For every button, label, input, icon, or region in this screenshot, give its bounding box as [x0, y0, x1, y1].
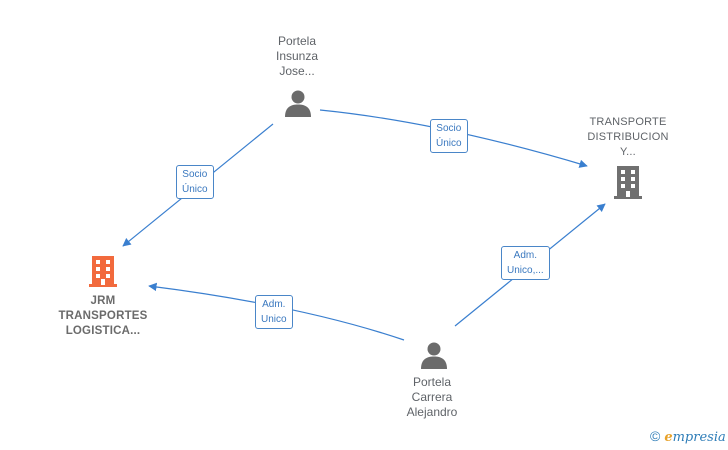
company-label-left[interactable]: JRM TRANSPORTES LOGISTICA...	[58, 295, 148, 337]
person-label-top[interactable]: Portela Insunza Jose...	[275, 34, 319, 78]
edge-label-top-right[interactable]: Socio Único	[430, 119, 468, 153]
person-icon[interactable]	[283, 88, 313, 118]
edge-label-bottom-right[interactable]: Adm. Unico,...	[501, 246, 550, 280]
building-icon[interactable]	[613, 164, 643, 200]
copyright-icon: ©	[650, 428, 661, 444]
edge-label-bottom-left[interactable]: Adm. Unico	[255, 295, 293, 329]
building-icon[interactable]	[88, 254, 118, 288]
person-icon[interactable]	[419, 340, 449, 370]
person-label-bottom[interactable]: Portela Carrera Alejandro	[406, 375, 458, 419]
empresia-logo: ©empresia	[650, 428, 726, 445]
edge-label-top-left[interactable]: Socio Único	[176, 165, 214, 199]
company-label-right[interactable]: TRANSPORTE DISTRIBUCION Y...	[587, 116, 669, 158]
